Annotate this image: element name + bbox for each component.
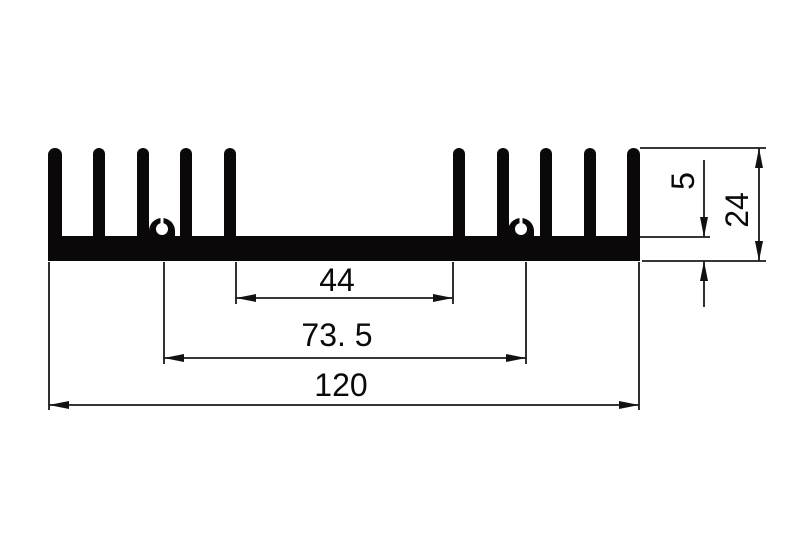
- dimension-label-24: 24: [719, 192, 755, 228]
- heatsink-fin: [137, 148, 149, 237]
- dimension-lines: [48, 147, 766, 410]
- heatsink-fin: [627, 148, 640, 237]
- heatsink-fin: [584, 148, 596, 237]
- dimension-label-73-5: 73. 5: [301, 317, 372, 353]
- heatsink-fin: [48, 148, 62, 237]
- dimension-label-44: 44: [319, 262, 355, 298]
- heatsink-base: [48, 236, 640, 261]
- heatsink-fin: [540, 148, 552, 237]
- screw-hole: [156, 223, 168, 235]
- heatsink-fin: [224, 148, 236, 237]
- heatsink-profile: [48, 148, 640, 261]
- heatsink-fin: [497, 148, 509, 237]
- heatsink-fin: [93, 148, 105, 237]
- heatsink-fin: [180, 148, 192, 237]
- dimension-label-5: 5: [665, 172, 701, 190]
- dimension-label-120: 120: [314, 367, 367, 403]
- screw-hole: [515, 223, 527, 235]
- heatsink-fin: [453, 148, 465, 237]
